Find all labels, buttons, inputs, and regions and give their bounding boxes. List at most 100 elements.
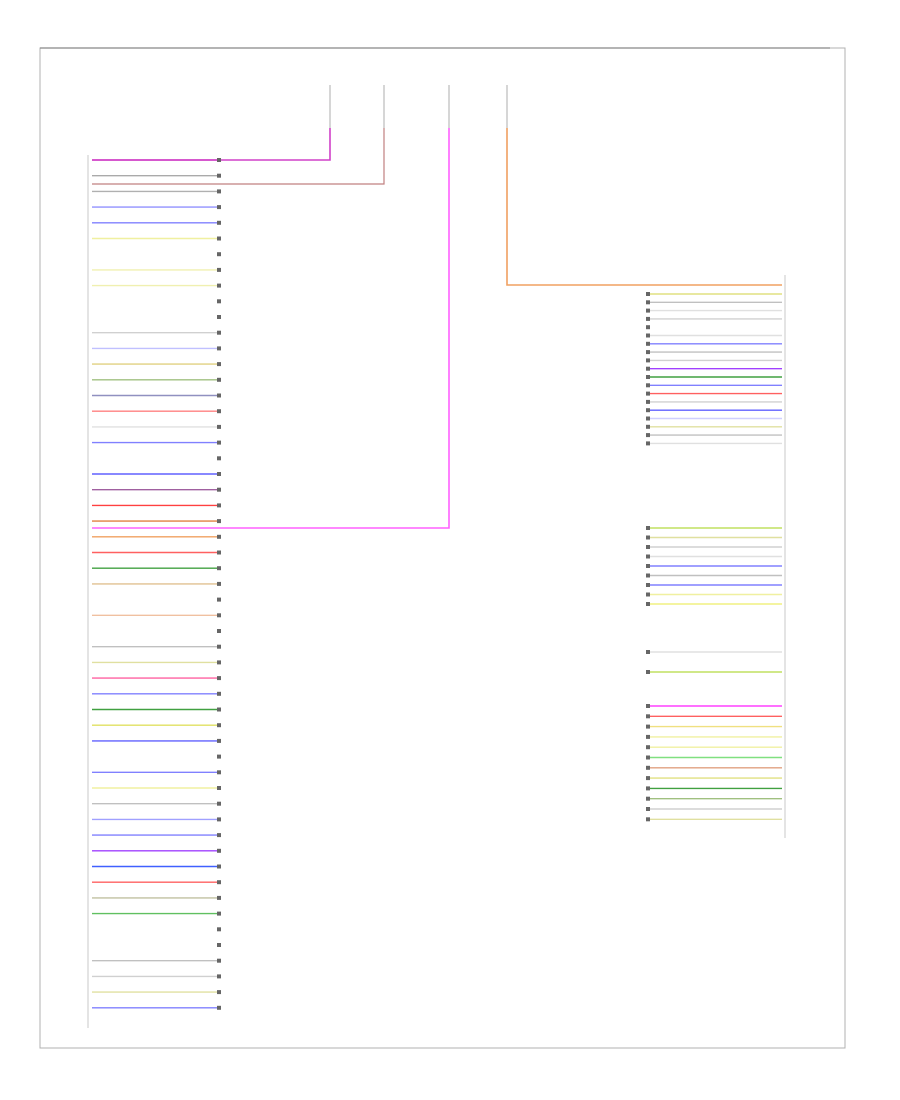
terminal-icon (646, 350, 650, 355)
right-pin-row (646, 366, 782, 371)
left-pin-row (92, 236, 221, 241)
right-pin-row (646, 433, 782, 438)
right-pin-row (646, 333, 782, 338)
feed-wires (92, 128, 782, 529)
terminal-icon (217, 440, 221, 445)
right-pin-row (646, 441, 782, 446)
terminal-icon (646, 358, 650, 363)
terminal-icon (646, 765, 650, 770)
left-pin-row (92, 456, 221, 461)
left-pin-row (92, 267, 221, 272)
left-pin-row (92, 346, 221, 351)
right-pin-row (646, 383, 782, 388)
left-pin-row (92, 990, 221, 995)
terminal-icon (217, 911, 221, 916)
right-pin-row (646, 583, 782, 587)
terminal-icon (217, 817, 221, 822)
right-pin-row (646, 745, 782, 750)
right-pin-row (646, 776, 782, 781)
terminal-icon (646, 366, 650, 371)
left-pin-row (92, 315, 221, 319)
right-pin-row (646, 416, 782, 421)
right-pin-row (646, 755, 782, 760)
right-pin-row (646, 554, 782, 559)
left-pin-row (92, 629, 221, 633)
terminal-icon (646, 670, 650, 674)
right-pin-row (646, 724, 782, 729)
terminal-icon (217, 833, 221, 838)
right-pin-row (646, 316, 782, 321)
terminal-icon (646, 408, 650, 413)
left-pin-row (92, 566, 221, 571)
terminal-icon (217, 519, 221, 524)
terminal-icon (217, 864, 221, 869)
terminal-icon (646, 807, 650, 811)
left-pin-row (92, 707, 221, 712)
terminal-icon (217, 252, 221, 257)
terminal-icon (217, 848, 221, 853)
terminal-icon (217, 487, 221, 492)
terminal-icon (646, 714, 650, 719)
terminal-icon (217, 173, 221, 178)
terminal-icon (217, 424, 221, 429)
terminal-icon (217, 315, 221, 319)
terminal-icon (646, 734, 650, 739)
right-pin-row (646, 734, 782, 739)
feed-wire (92, 128, 331, 161)
terminal-icon (646, 817, 650, 822)
left-pin-list (92, 158, 221, 1010)
terminal-icon (646, 573, 650, 578)
left-pin-row (92, 205, 221, 210)
terminal-icon (217, 393, 221, 398)
terminal-icon (646, 724, 650, 729)
left-pin-row (92, 1005, 221, 1010)
left-pin-row (92, 817, 221, 822)
terminal-icon (646, 776, 650, 781)
terminal-icon (646, 592, 650, 597)
left-pin-row (92, 880, 221, 885)
left-pin-row (92, 220, 221, 225)
terminal-icon (646, 602, 650, 606)
left-pin-row (92, 676, 221, 681)
terminal-icon (217, 220, 221, 225)
feed-wire (92, 128, 450, 529)
left-pin-row (92, 550, 221, 555)
fuse-group (329, 85, 508, 128)
terminal-icon (217, 566, 221, 571)
right-pin-row (646, 704, 782, 708)
left-pin-row (92, 911, 221, 916)
terminal-icon (217, 943, 221, 947)
left-pin-row (92, 158, 221, 162)
right-pin-row (646, 650, 782, 654)
terminal-icon (217, 299, 221, 304)
right-pin-row (646, 341, 782, 346)
right-pin-row (646, 670, 782, 674)
left-pin-row (92, 895, 221, 900)
right-pin-row (646, 564, 782, 568)
left-pin-row (92, 786, 221, 790)
terminal-icon (217, 503, 221, 508)
left-pin-row (92, 424, 221, 429)
left-pin-row (92, 487, 221, 492)
right-pin-row (646, 602, 782, 606)
terminal-icon (217, 409, 221, 414)
terminal-icon (646, 535, 650, 540)
right-pin-row (646, 300, 782, 305)
terminal-icon (217, 472, 221, 476)
left-pin-row (92, 503, 221, 508)
left-pin-row (92, 943, 221, 947)
terminal-icon (646, 526, 650, 530)
right-pin-row (646, 592, 782, 597)
terminal-icon (217, 754, 221, 759)
terminal-icon (646, 424, 650, 429)
terminal-icon (217, 236, 221, 241)
left-pin-row (92, 644, 221, 649)
terminal-icon (217, 205, 221, 210)
terminal-icon (646, 383, 650, 388)
left-pin-row (92, 519, 221, 524)
left-pin-row (92, 189, 221, 194)
right-pin-row (646, 424, 782, 429)
terminal-icon (646, 325, 650, 330)
terminal-icon (217, 597, 221, 602)
